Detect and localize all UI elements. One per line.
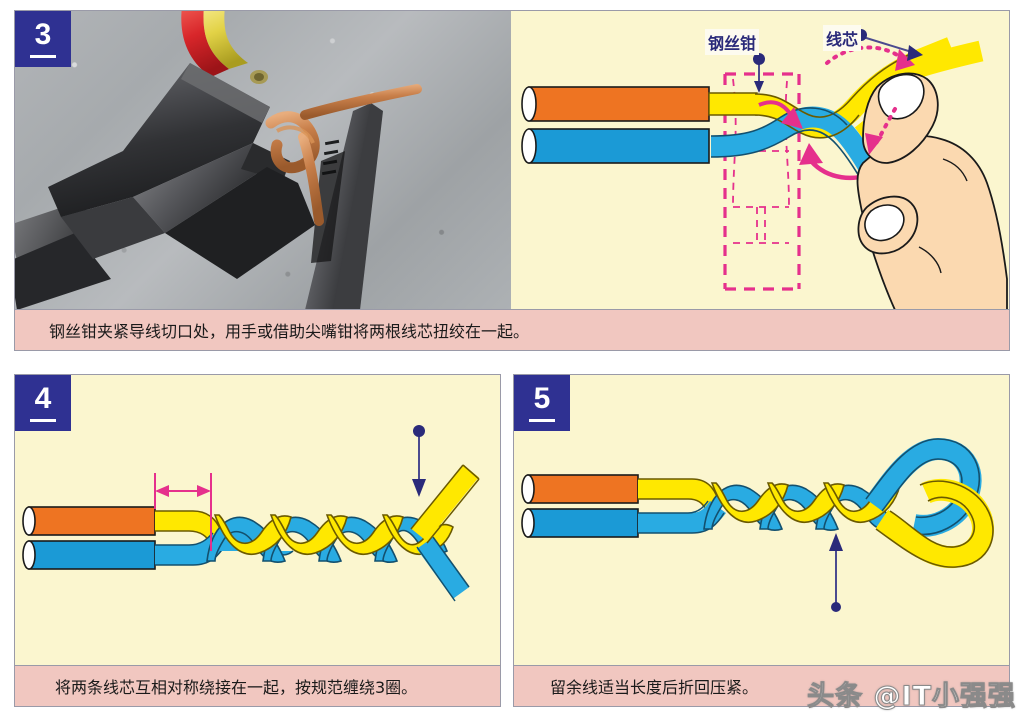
step-number-badge-4: 4 <box>15 375 71 431</box>
label-wire-core-3: 线芯 <box>823 25 862 51</box>
caption-bar-4: 将两条线芯互相对称绕接在一起，按规范缠绕3圈。 <box>15 665 500 706</box>
step-4-illustration <box>15 375 500 666</box>
label-pliers-3: 钢丝钳 <box>705 29 760 55</box>
panel-step-3: 3 <box>14 10 1010 351</box>
step-3-photo: 3 <box>15 11 511 310</box>
panel-step-5: 余线 折回压紧 5 留余线适当长度后折回压紧。 <box>513 374 1010 707</box>
badge-underline <box>30 55 56 58</box>
caption-bar-5: 留余线适当长度后折回压紧。 <box>514 665 1009 706</box>
label-wire-core-text: 线芯 <box>826 30 859 49</box>
badge-underline <box>529 419 555 422</box>
step-3-illustration <box>511 11 1009 310</box>
caption-bar-3: 钢丝钳夹紧导线切口处，用手或借助尖嘴钳将两根线芯扭绞在一起。 <box>15 309 1009 350</box>
badge-underline <box>30 419 56 422</box>
step-number-badge-3: 3 <box>15 11 71 67</box>
photo-content <box>15 11 422 310</box>
step-number-3: 3 <box>34 18 52 51</box>
panel-step-4: ≈10mm 线芯 4 将两条线芯互相对称绕接在一起，按规范缠绕3圈。 <box>14 374 501 707</box>
caption-text-5: 留余线适当长度后折回压紧。 <box>550 678 759 697</box>
caption-text-4: 将两条线芯互相对称绕接在一起，按规范缠绕3圈。 <box>55 678 418 697</box>
step-number-badge-5: 5 <box>514 375 570 431</box>
label-pliers-text: 钢丝钳 <box>708 34 757 53</box>
watermark: 头条 @IT小强强 <box>807 681 1016 713</box>
step-number-4: 4 <box>34 382 52 415</box>
caption-text-3: 钢丝钳夹紧导线切口处，用手或借助尖嘴钳将两根线芯扭绞在一起。 <box>49 322 530 341</box>
step-5-illustration <box>514 375 1009 666</box>
step-number-5: 5 <box>533 382 551 415</box>
